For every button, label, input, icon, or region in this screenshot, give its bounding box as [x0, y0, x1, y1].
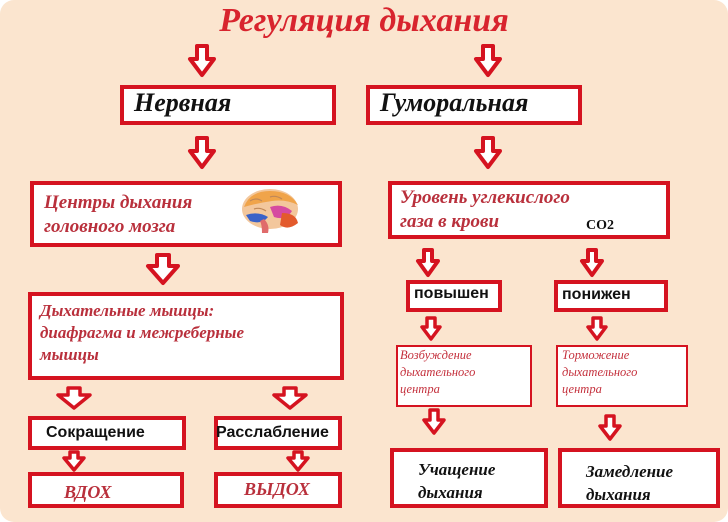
- arrow-down-icon: [580, 248, 604, 277]
- diagram-title: Регуляция дыхания: [219, 2, 509, 39]
- inhale-label: ВДОХ: [64, 482, 112, 502]
- relaxation-box: [214, 416, 342, 450]
- humoral-regulation-box: [366, 85, 582, 125]
- faster-breathing-box: [390, 448, 548, 508]
- inhale-box: [28, 472, 184, 508]
- co2-level-box: [388, 181, 670, 239]
- arrow-down-icon: [420, 316, 442, 341]
- arrow-down-icon: [188, 136, 216, 169]
- co2-level-label: Уровень углекислого газа в крови: [400, 187, 570, 232]
- inhibition-label: Торможение дыхательного центра: [562, 348, 638, 396]
- faster-breathing-label: Учащение дыхания: [418, 460, 496, 502]
- arrow-down-icon: [474, 136, 502, 169]
- respiratory-muscles-box: [28, 292, 344, 380]
- brain-icon: [242, 189, 298, 233]
- increased-label: повышен: [414, 285, 489, 302]
- decreased-box: [554, 280, 668, 312]
- excitation-box: [396, 345, 532, 407]
- brain-centers-label: Центры дыхания головного мозга: [44, 192, 193, 237]
- contraction-label: Сокращение: [46, 424, 145, 441]
- co2-label: CO2: [586, 218, 614, 233]
- exhale-box: [214, 472, 342, 508]
- arrow-down-icon: [62, 450, 86, 472]
- exhale-label: ВЫДОХ: [244, 479, 310, 499]
- arrow-down-icon: [422, 408, 446, 435]
- arrow-down-icon: [272, 386, 308, 410]
- respiratory-muscles-label: Дыхательные мышцы: диафрагма и межреберн…: [40, 301, 245, 364]
- decreased-label: понижен: [562, 286, 631, 303]
- arrow-down-icon: [586, 316, 608, 341]
- arrow-down-icon: [56, 386, 92, 410]
- nervous-regulation-box: [120, 85, 336, 125]
- inhibition-box: [556, 345, 688, 407]
- slower-breathing-box: [558, 448, 720, 508]
- excitation-label: Возбуждение дыхательного центра: [400, 348, 476, 396]
- humoral-regulation-label: Гуморальная: [380, 88, 529, 117]
- arrow-down-icon: [474, 44, 502, 77]
- arrow-down-icon: [416, 248, 440, 277]
- nervous-regulation-label: Нервная: [134, 88, 232, 117]
- slower-breathing-label: Замедление дыхания: [586, 462, 674, 504]
- arrow-down-icon: [286, 450, 310, 472]
- relaxation-label: Расслабление: [216, 424, 329, 441]
- arrow-down-icon: [188, 44, 216, 77]
- contraction-box: [28, 416, 186, 450]
- arrow-down-icon: [146, 253, 180, 285]
- increased-box: [406, 280, 502, 312]
- arrow-down-icon: [598, 414, 622, 441]
